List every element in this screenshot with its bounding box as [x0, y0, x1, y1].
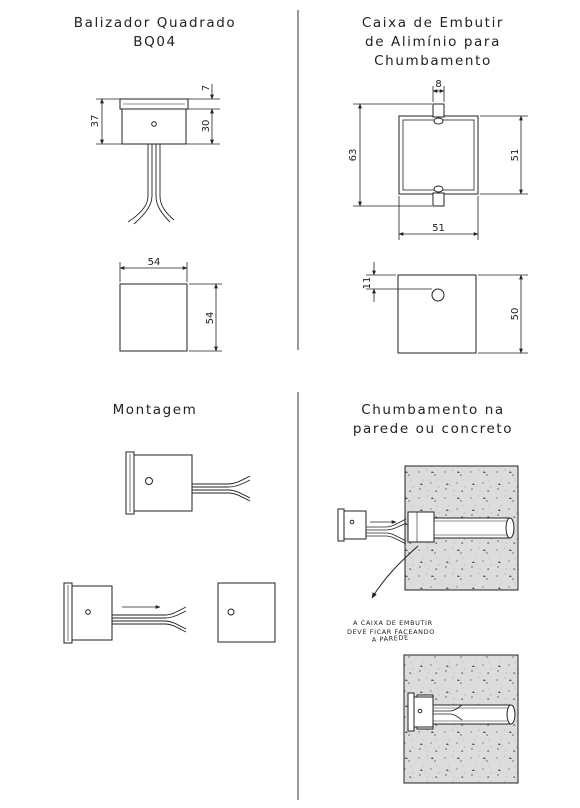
dim-caixa-width: 51: [432, 223, 445, 234]
montagem-title: Montagem: [40, 401, 270, 420]
montagem-luminaire-upper: [125, 451, 251, 515]
chumbamento-title: Chumbamento na parede ou concreto: [318, 401, 548, 439]
dim-caixa-hole-offset: 11: [362, 277, 373, 290]
caixa-title-line2: de Alimínio para: [365, 34, 501, 50]
montagem-luminaire-lower: [63, 582, 187, 644]
chumbamento-wall-upper: [404, 465, 519, 591]
dim-balizador-front-width: 54: [148, 257, 161, 268]
caixa-top-dimensions: [353, 86, 528, 240]
balizador-side-dimensions: [96, 84, 220, 145]
balizador-front-dimensions: [119, 262, 222, 352]
dim-caixa-inner-height: 51: [510, 149, 521, 162]
chumbamento-note-line2: DEVE FICAR FACEANDO: [347, 628, 435, 636]
caixa-title-line1: Caixa de Embutir: [361, 15, 505, 31]
caixa-front-dimensions: [366, 262, 528, 354]
dim-caixa-tab-width: 8: [435, 79, 441, 90]
chumbamento-note-line1: A CAIXA DE EMBUTIR: [353, 619, 433, 627]
dim-caixa-outer-height: 63: [348, 149, 359, 162]
caixa-title: Caixa de Embutir de Alimínio para Chumba…: [318, 14, 548, 71]
balizador-title: Balizador Quadrado BQ04: [40, 14, 270, 52]
dim-caixa-front-height: 50: [510, 308, 521, 321]
chumbamento-title-line1: Chumbamento na: [361, 402, 505, 418]
chumbamento-luminaire-lower: [407, 692, 463, 732]
dim-balizador-top-lip: 7: [201, 85, 212, 91]
caixa-top-view: [398, 103, 479, 207]
balizador-side-view: [119, 98, 189, 225]
balizador-front-view: [119, 283, 188, 352]
dim-balizador-body-height: 30: [201, 120, 212, 133]
balizador-title-line2: BQ04: [133, 34, 177, 50]
dim-balizador-front-height: 54: [205, 312, 216, 325]
montagem-box-front: [217, 582, 276, 643]
chumbamento-note-line3: A PAREDE: [372, 633, 409, 644]
chumbamento-title-line2: parede ou concreto: [352, 421, 514, 437]
balizador-title-line1: Balizador Quadrado: [73, 15, 237, 31]
montagem-title-text: Montagem: [112, 402, 198, 418]
caixa-title-line3: Chumbamento: [374, 53, 492, 69]
chumbamento-luminaire-upper: [337, 508, 419, 599]
dim-balizador-height-total: 37: [90, 115, 101, 128]
caixa-front-view: [397, 274, 477, 354]
